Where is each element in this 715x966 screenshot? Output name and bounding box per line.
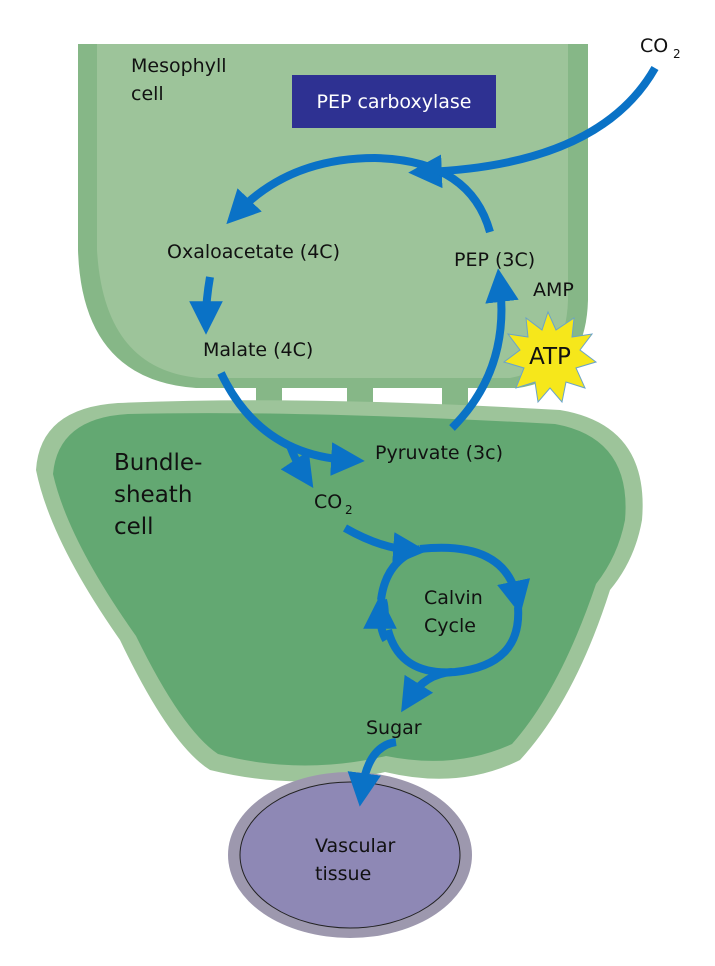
sugar-label: Sugar xyxy=(366,717,422,739)
atp-label: ATP xyxy=(529,344,571,370)
calvin-cycle-label-line2: Cycle xyxy=(424,615,476,637)
arrow-sugar-to-vascular xyxy=(347,738,397,807)
arrow-malate-to-pyruvate xyxy=(217,371,365,476)
mesophyll-label-line1: Mesophyll xyxy=(131,55,227,77)
arrow-oxaloacetate-to-malate xyxy=(189,276,223,335)
mesophyll-label-line2: cell xyxy=(131,83,164,105)
co2-input-subscript: 2 xyxy=(673,47,681,61)
co2-released-main: CO xyxy=(314,491,342,513)
co2-input-label: CO 2 xyxy=(640,35,681,61)
co2-input-main: CO xyxy=(640,35,668,57)
atp-starburst: ATP xyxy=(502,310,598,404)
bundle-sheath-cell xyxy=(36,400,643,782)
co2-released-label: CO 2 xyxy=(314,491,353,517)
arrow-calvin-to-sugar xyxy=(401,668,453,713)
vascular-tissue xyxy=(228,772,472,938)
vascular-label-line2: tissue xyxy=(315,863,371,885)
bundle-sheath-inner xyxy=(53,413,626,766)
pep-carboxylase-box: PEP carboxylase xyxy=(292,75,496,128)
pyruvate-label: Pyruvate (3c) xyxy=(375,442,503,464)
calvin-cycle-arc-left-top xyxy=(377,545,422,601)
enzyme-label: PEP carboxylase xyxy=(317,91,472,113)
arrow-co2-to-cycle xyxy=(408,66,659,189)
amp-label: AMP xyxy=(533,279,574,301)
co2-released-subscript: 2 xyxy=(345,503,353,517)
bundle-sheath-label-line3: cell xyxy=(114,514,154,540)
arrow-pep-to-oxaloacetate xyxy=(226,153,494,234)
arrow-malate-to-co2 xyxy=(280,444,314,488)
arrow-pyruvate-to-pep xyxy=(449,268,519,431)
calvin-cycle-arc-left-up xyxy=(363,595,397,643)
vascular-label-line1: Vascular xyxy=(315,835,395,857)
pep-label: PEP (3C) xyxy=(454,249,535,271)
oxaloacetate-label: Oxaloacetate (4C) xyxy=(167,241,340,263)
calvin-cycle-label-line1: Calvin xyxy=(424,587,483,609)
flow-arrows xyxy=(189,66,659,807)
bundle-sheath-label-line1: Bundle- xyxy=(114,450,202,476)
enzyme-box xyxy=(292,75,496,128)
calvin-cycle-arc-right-bottom xyxy=(384,606,523,677)
malate-label: Malate (4C) xyxy=(203,339,313,361)
atp-star-shape xyxy=(502,310,598,404)
arrow-co2-to-calvin xyxy=(343,524,427,566)
bundle-sheath-label-line2: sheath xyxy=(114,482,192,508)
calvin-cycle-arc-top-right xyxy=(419,543,531,615)
